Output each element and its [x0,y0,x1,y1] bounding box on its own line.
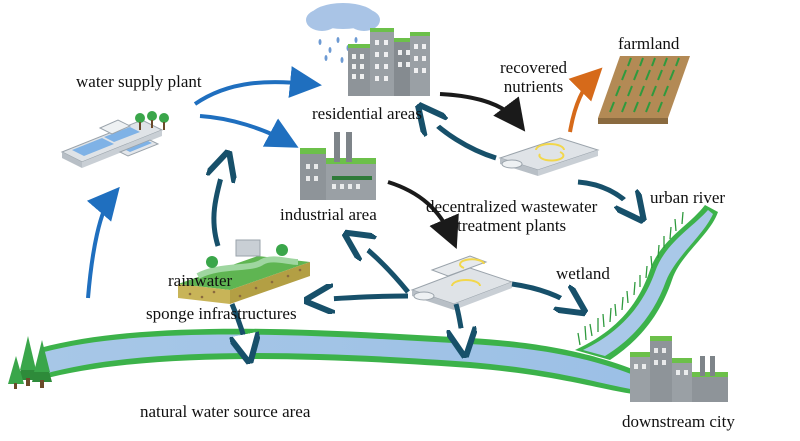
farmland-illustration [598,56,690,124]
arrow-supply-to-industrial [199,114,299,148]
water-supply-plant-illustration [60,111,169,168]
label-recovered-line-1: recovered [500,58,568,77]
label-decentralized-wwtp: decentralized wastewater treatment plant… [426,197,597,235]
wetland-reeds [577,211,684,346]
rain-cloud [306,3,380,63]
sponge-infrastructure-illustration [178,239,310,304]
wwtp-upper-illustration [498,137,600,176]
downstream-city-buildings [630,336,728,402]
label-farmland: farmland [618,34,680,53]
arrow-wwtp-to-farmland [568,67,603,133]
reclaimed-water-arrows [214,112,638,354]
label-urban-river: urban river [650,188,726,207]
pine-trees [8,336,52,389]
arrow-supply-to-residential [193,66,322,106]
urban-river [575,205,718,360]
arrow-residential-to-wwtp [439,92,526,132]
label-dwtp-line-2: treatment plants [457,216,567,235]
arrow-industrial-to-wwtp [387,180,459,250]
label-natural-water-source-area: natural water source area [140,402,311,421]
arrow-source-to-supply [86,186,120,299]
label-recovered-line-2: nutrients [503,77,564,96]
label-water-supply-plant: water supply plant [76,72,202,91]
label-recovered-nutrients: recovered nutrients [500,58,567,96]
industrial-buildings [300,132,376,200]
label-dwtp-line-1: decentralized wastewater [426,197,598,216]
label-industrial-area: industrial area [280,205,377,224]
residential-buildings [348,28,430,96]
wwtp-lower-illustration [410,255,514,310]
main-river [40,328,640,395]
label-sponge-infrastructures: sponge infrastructures [146,304,297,323]
label-rainwater: rainwater [168,271,233,290]
label-wetland: wetland [556,264,610,283]
label-downstream-city: downstream city [622,412,735,431]
label-residential-areas: residential areas [312,104,422,123]
